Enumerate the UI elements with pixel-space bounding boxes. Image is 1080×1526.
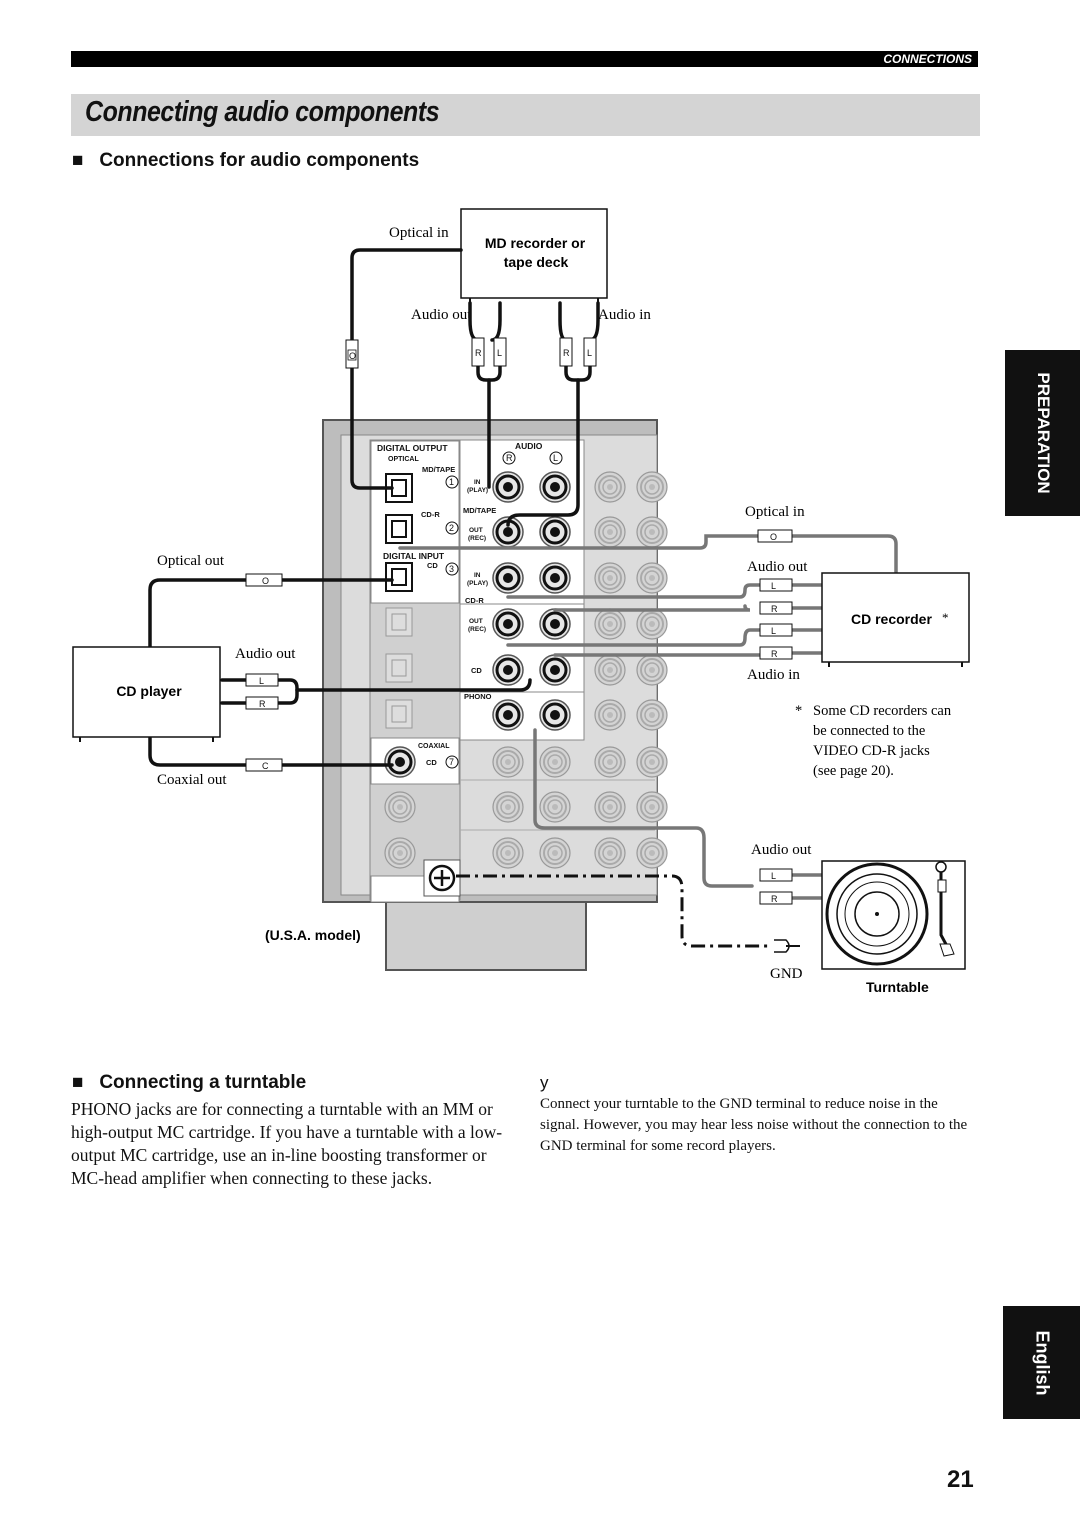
md-name-2: tape deck: [504, 254, 569, 270]
tt-gnd: GND: [770, 966, 803, 982]
section-label: CONNECTIONS: [883, 52, 972, 66]
footnote-line-2: be connected to the: [813, 723, 925, 739]
num-2: 2: [449, 523, 454, 533]
plug-l-cdr-out: L: [771, 581, 776, 591]
heading-text: Connecting a turntable: [99, 1072, 307, 1093]
label-md-tape: MD/TAPE: [463, 506, 496, 515]
panel-r: R: [506, 453, 513, 463]
plug-l-cdr-in: L: [771, 626, 776, 636]
cdr-audio-out: Audio out: [747, 559, 808, 575]
connection-diagram: DIGITAL OUTPUT AUDIO OPTICAL MD/TAPE CD-…: [72, 208, 970, 995]
label-play-2: (PLAY): [467, 580, 488, 587]
heading-marker: ■: [72, 1072, 84, 1093]
plugs: O R L R L O C L R O L R L R L R: [245, 337, 793, 905]
label-cd-in: CD: [427, 561, 438, 570]
gnd-cable: [456, 874, 772, 948]
cd-audio-out: Audio out: [235, 646, 296, 662]
label-digital-output: DIGITAL OUTPUT: [377, 443, 448, 453]
cd-optical-out: Optical out: [157, 553, 225, 569]
cd-coaxial-out: Coaxial out: [157, 772, 227, 788]
section-heading-turntable: ■ Connecting a turntable: [72, 1072, 306, 1094]
plug-c-cd: C: [262, 761, 269, 771]
note-icon: y: [540, 1073, 549, 1092]
cd-recorder-name: CD recorder: [851, 611, 932, 627]
plug-o-md: O: [349, 351, 356, 361]
md-recorder: MD recorder or tape deck: [460, 208, 608, 303]
label-optical: OPTICAL: [388, 456, 419, 463]
footnote-mark: *: [795, 703, 802, 719]
label-cd-coax: CD: [426, 758, 437, 767]
plug-r-cdr-in: R: [771, 649, 778, 659]
label-phono: PHONO: [464, 692, 492, 701]
plug-r-cd: R: [259, 699, 266, 709]
label-out-1: OUT: [469, 527, 483, 534]
md-optical-in: Optical in: [389, 225, 449, 241]
plug-l-cd: L: [259, 676, 264, 686]
plug-r-md-in: R: [563, 348, 570, 358]
heading-marker: ■: [72, 150, 84, 171]
md-name-1: MD recorder or: [485, 235, 586, 251]
turntable-note: Connect your turntable to the GND termin…: [540, 1096, 968, 1154]
md-audio-out: Audio out: [411, 307, 472, 323]
label-play-1: (PLAY): [467, 487, 488, 494]
cd-player-name: CD player: [116, 683, 182, 699]
label-in-1: IN: [474, 479, 481, 486]
tab-english[interactable]: English: [1003, 1306, 1080, 1419]
cdr-footnote: * Some CD recorders can be connected to …: [795, 703, 952, 779]
plug-r-md-out: R: [475, 348, 482, 358]
label-cd-r-out: CD-R: [421, 510, 440, 519]
label-coaxial: COAXIAL: [418, 743, 450, 750]
label-rec-2: (REC): [468, 626, 486, 633]
footnote-line-3: VIDEO CD-R jacks: [813, 743, 930, 759]
cd-player: CD player: [72, 646, 221, 742]
label-cd-r: CD-R: [465, 596, 484, 605]
header-bar: CONNECTIONS: [71, 51, 978, 67]
cdr-audio-in: Audio in: [747, 667, 800, 683]
label-in-2: IN: [474, 572, 481, 579]
title-bar: Connecting audio components: [71, 94, 980, 136]
receiver-rear-panel: DIGITAL OUTPUT AUDIO OPTICAL MD/TAPE CD-…: [265, 419, 668, 971]
num-1: 1: [449, 477, 454, 487]
panel-l: L: [553, 453, 558, 463]
label-cd: CD: [471, 666, 482, 675]
page-title: Connecting audio components: [85, 96, 440, 128]
plug-o-cd: O: [262, 576, 269, 586]
num-3: 3: [449, 564, 454, 574]
gnd-terminal: [423, 859, 461, 897]
footnote-line-1: Some CD recorders can: [813, 703, 952, 719]
label-digital-input: DIGITAL INPUT: [383, 551, 445, 561]
label-out-2: OUT: [469, 618, 483, 625]
plug-l-tt: L: [771, 871, 776, 881]
plug-l-md-out: L: [497, 348, 502, 358]
gnd-plug: [774, 939, 800, 953]
cd-recorder: CD recorder *: [821, 572, 970, 667]
heading-text: Connections for audio components: [99, 150, 420, 171]
num-7: 7: [449, 757, 454, 767]
cdr-optical-in: Optical in: [745, 504, 805, 520]
label-md-tape-out: MD/TAPE: [422, 465, 455, 474]
plug-l-md-in: L: [587, 348, 592, 358]
page-number: 21: [947, 1466, 974, 1493]
footnote-line-4: (see page 20).: [813, 763, 894, 779]
label-audio: AUDIO: [515, 441, 543, 451]
plug-r-tt: R: [771, 894, 778, 904]
label-rec-1: (REC): [468, 535, 486, 542]
md-audio-in: Audio in: [598, 307, 651, 323]
plug-r-cdr-out: R: [771, 604, 778, 614]
model-label: (U.S.A. model): [265, 927, 361, 943]
turntable: [821, 860, 966, 970]
tab-english-label: English: [1032, 1329, 1052, 1396]
cd-recorder-asterisk: *: [942, 610, 949, 625]
tt-audio-out: Audio out: [751, 842, 812, 858]
turntable-body: PHONO jacks are for connecting a turntab…: [71, 1099, 503, 1188]
plug-o-cdr: O: [770, 532, 777, 542]
tab-preparation[interactable]: PREPARATION: [1005, 350, 1080, 516]
section-heading-audio: ■ Connections for audio components: [72, 150, 419, 172]
cables: [148, 248, 600, 767]
turntable-name: Turntable: [866, 979, 929, 995]
